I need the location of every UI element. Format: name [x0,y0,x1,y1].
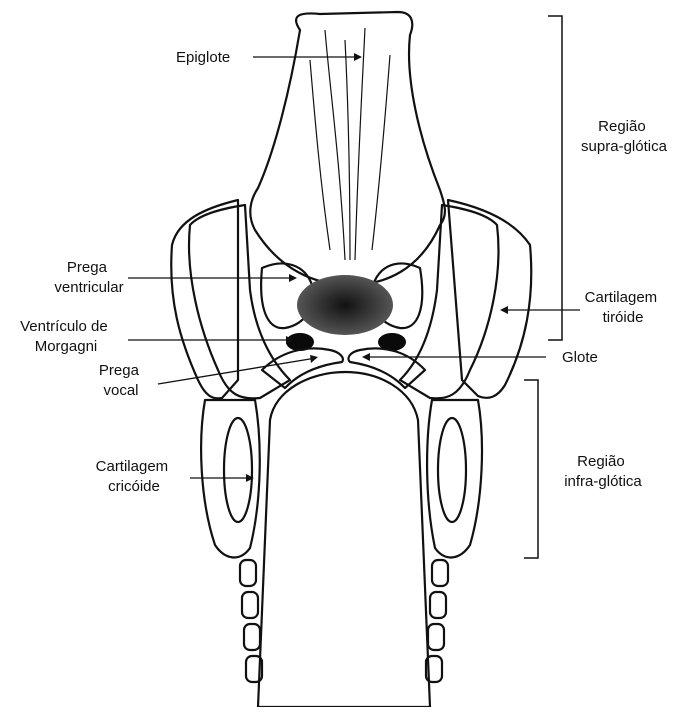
label-cartilagem-tiroide: Cartilagem tiróide [585,289,662,326]
epiglottis [250,12,445,285]
label-regiao-supraglotica: Região supra-glótica [581,118,668,155]
label-ventriculo-morgagni: Ventrículo de Morgagni [20,318,112,355]
lateral-tissue-right [400,205,498,398]
trachea-lumen [258,372,430,707]
label-epiglote: Epiglote [176,49,230,66]
tracheal-rings-left [240,560,262,682]
bracket-supraglottic [548,16,562,340]
leader-lines [128,53,580,482]
bracket-infraglottic [524,380,538,558]
laryngeal-vestibule-shadow [297,275,393,335]
thyroid-cartilage-right [448,200,531,398]
label-glote: Glote [562,349,598,366]
label-regiao-infraglotica: Região infra-glótica [564,453,642,490]
label-cartilagem-cricoide: Cartilagem cricóide [96,458,173,495]
label-prega-ventricular: Prega ventricular [54,259,123,296]
lateral-tissue-left [189,205,290,398]
larynx-illustration [171,12,531,707]
label-prega-vocal: Prega vocal [99,362,143,399]
tracheal-rings-right [426,560,448,682]
thyroid-cartilage-left [171,200,238,398]
cricoid-cartilage-right [427,400,482,557]
